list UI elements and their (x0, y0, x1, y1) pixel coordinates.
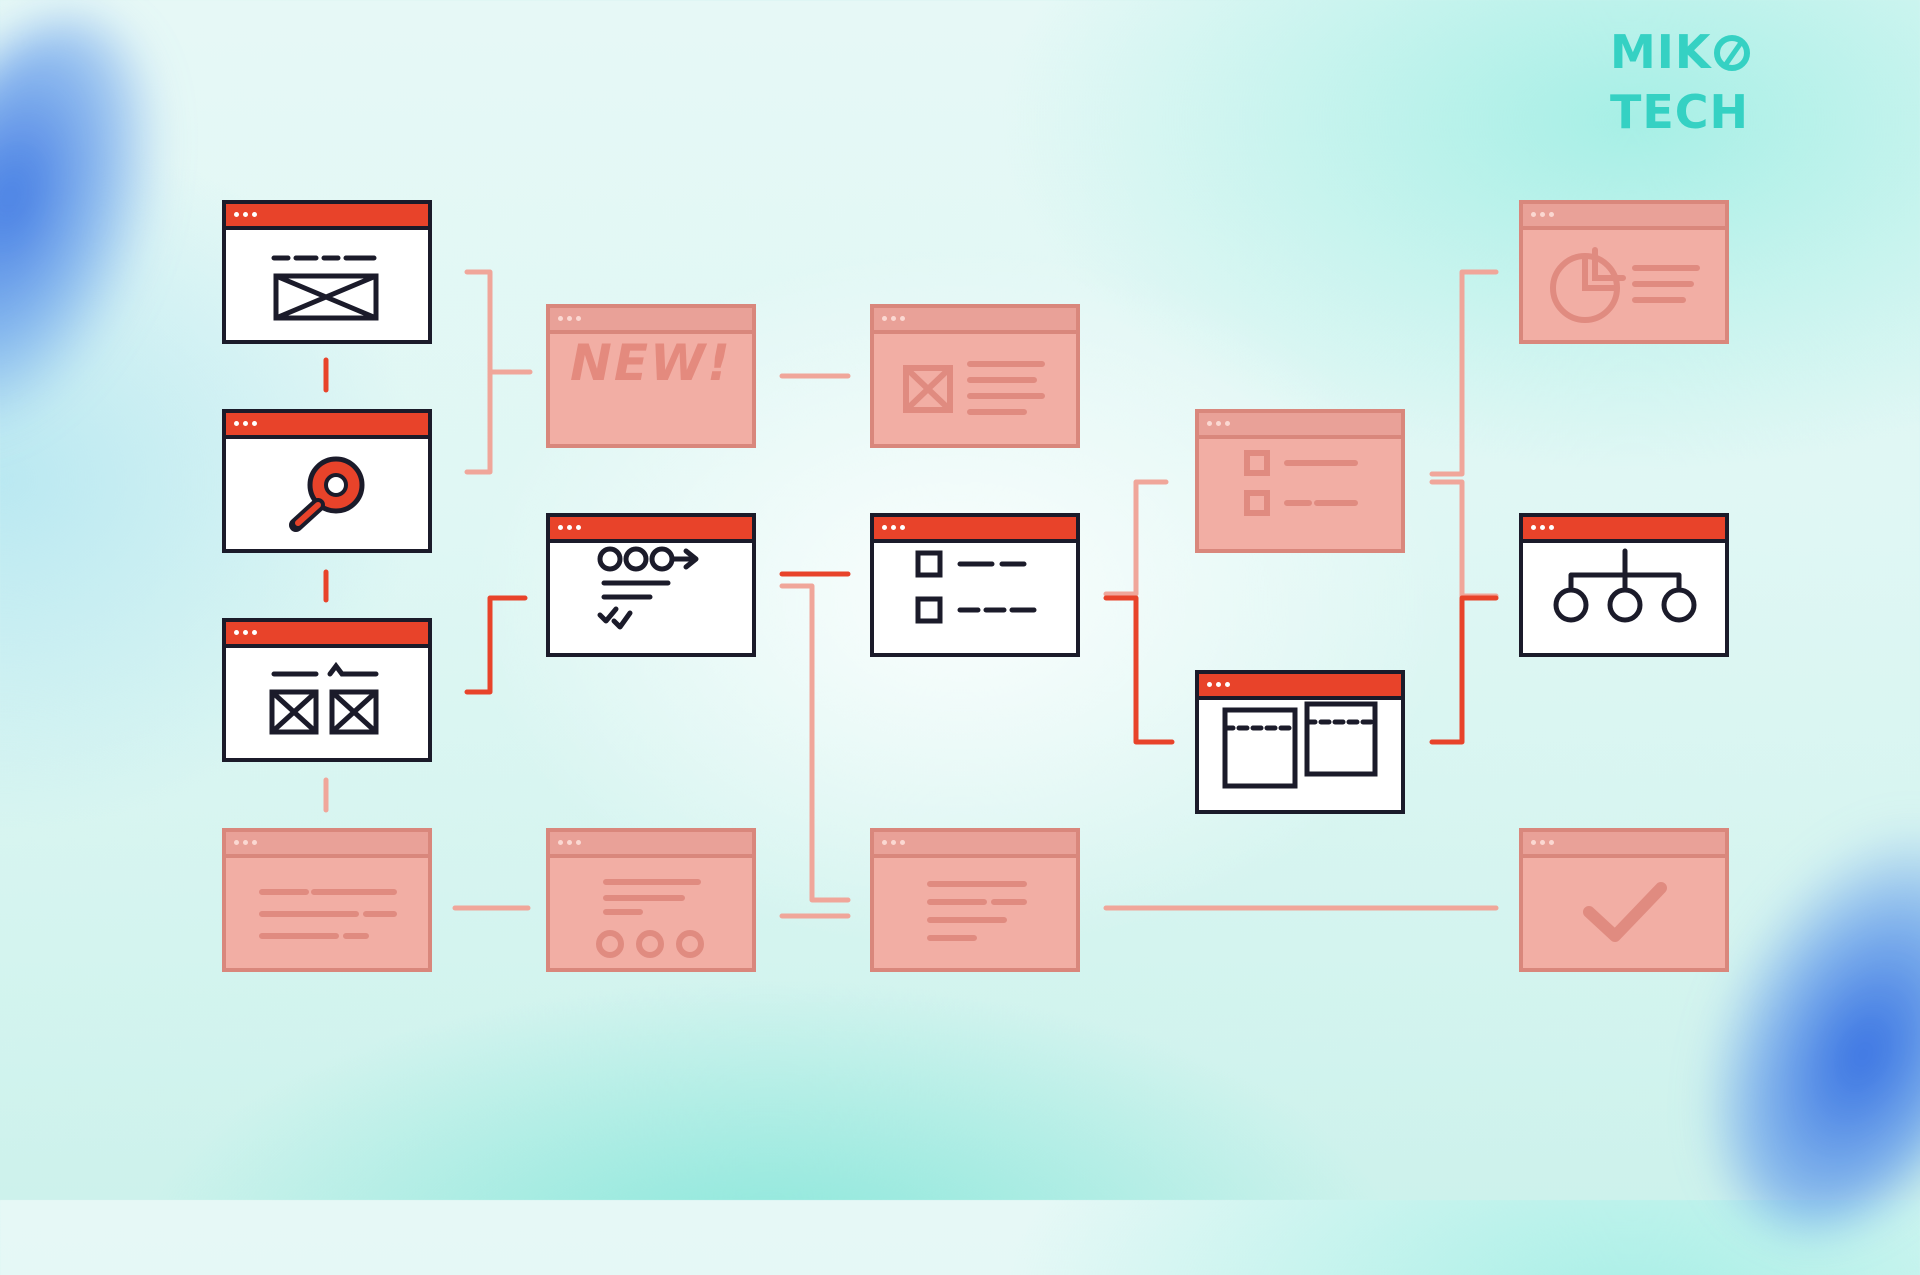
bracket-col4-top (1429, 269, 1499, 599)
window-text-doc (222, 828, 432, 972)
window-checklist (870, 513, 1080, 657)
window-titlebar (874, 832, 1076, 858)
window-new: NEW! (546, 304, 756, 448)
window-titlebar (874, 517, 1076, 543)
hierarchy-icon (1553, 548, 1697, 623)
bracket-col2-down (779, 583, 851, 919)
bracket-col3-top (1103, 479, 1169, 597)
window-gallery (222, 618, 432, 762)
progress-steps-icon (597, 546, 699, 630)
flow-connectors (323, 269, 1499, 919)
checkbox-list-icon (1244, 450, 1358, 516)
window-titlebar (550, 832, 752, 858)
window-complete (1519, 828, 1729, 972)
magnifier-icon (289, 456, 365, 532)
window-article-text (870, 828, 1080, 972)
bracket-col1-top (464, 269, 533, 475)
window-search (222, 409, 432, 553)
bracket-col3-bottom (1103, 595, 1175, 745)
window-layout-wireframe (222, 200, 432, 344)
window-titlebar (226, 204, 428, 230)
two-image-placeholders-icon (269, 661, 379, 735)
window-titlebar (226, 832, 428, 858)
window-titlebar (1199, 674, 1401, 700)
window-split-panels (1195, 670, 1405, 814)
window-titlebar (1199, 413, 1401, 439)
dots-carousel-icon (596, 879, 704, 958)
logo-text-right: TECH (1610, 85, 1750, 139)
window-options-carousel (546, 828, 756, 972)
window-sitemap (1519, 513, 1729, 657)
two-panels-icon (1222, 701, 1378, 789)
window-titlebar (1523, 517, 1725, 543)
window-analytics (1519, 200, 1729, 344)
checkbox-list-icon (915, 550, 1037, 624)
window-article-image (870, 304, 1080, 448)
window-titlebar (874, 308, 1076, 334)
image-placeholder-icon (271, 255, 379, 321)
logo-mark-icon (1713, 35, 1750, 71)
bracket-col4-bottom (1429, 595, 1499, 745)
window-titlebar (550, 517, 752, 543)
window-checkout-steps (546, 513, 756, 657)
text-lines-icon (259, 889, 397, 939)
pie-chart-icon (1550, 247, 1700, 323)
window-titlebar (226, 622, 428, 648)
window-titlebar (1523, 832, 1725, 858)
image-with-text-icon (903, 361, 1045, 415)
window-titlebar (226, 413, 428, 439)
window-titlebar (550, 308, 752, 334)
brand-logo: MIK TECH (1610, 22, 1890, 139)
text-lines-icon (927, 881, 1027, 941)
logo-text-left: MIK (1610, 25, 1712, 79)
window-form-checkboxes (1195, 409, 1405, 553)
window-titlebar (1523, 204, 1725, 230)
new-badge-label: NEW! (570, 334, 732, 392)
checkmark-icon (1583, 882, 1667, 942)
bracket-col1-bottom (464, 595, 528, 695)
